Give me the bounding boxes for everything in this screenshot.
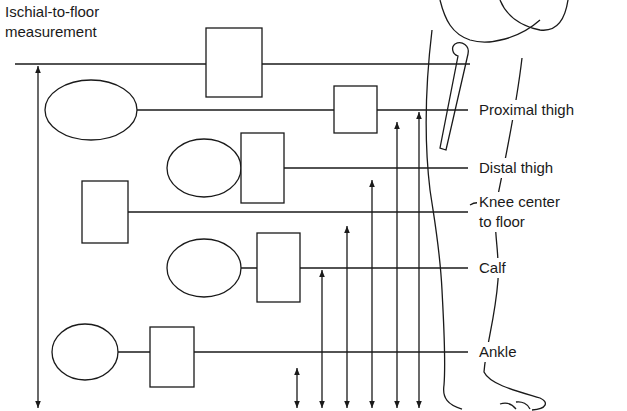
entry-box xyxy=(82,181,128,243)
dimension-arrow xyxy=(321,270,322,408)
pelvis-outline xyxy=(500,0,568,30)
measurement-label: Ischial-to-floor measurement xyxy=(3,2,142,42)
entry-box xyxy=(150,327,194,387)
pelvis-outline xyxy=(440,0,540,42)
entry-circle xyxy=(167,239,241,297)
label-slot: Calf xyxy=(477,258,508,278)
dimension-arrow xyxy=(346,226,347,408)
measurement-line xyxy=(137,109,468,110)
dimension-arrow xyxy=(296,368,297,408)
entry-box xyxy=(257,233,300,302)
label-slot: Distal thigh xyxy=(477,158,555,178)
measurement-label: Calf xyxy=(477,258,508,278)
entry-circle xyxy=(167,139,241,197)
measurement-label: Distal thigh xyxy=(477,158,555,178)
entry-circle xyxy=(45,80,137,140)
measurement-line xyxy=(128,211,468,212)
entry-box xyxy=(334,86,377,133)
dimension-arrow xyxy=(396,122,397,408)
measurement-label: Ankle xyxy=(477,342,519,362)
femur-bone xyxy=(440,43,468,150)
label-slot: Proximal thigh xyxy=(477,100,576,120)
toe-detail xyxy=(500,402,530,409)
label-slot: Knee center to floor xyxy=(477,192,573,232)
entry-box xyxy=(206,28,262,97)
entry-box xyxy=(241,133,284,203)
dimension-arrow xyxy=(371,180,372,408)
entry-circle xyxy=(52,324,118,380)
label-slot: Ischial-to-floor measurement xyxy=(3,2,142,42)
measurement-label: Proximal thigh xyxy=(477,100,576,120)
measurement-label: Knee center to floor xyxy=(477,192,573,232)
label-slot: Ankle xyxy=(477,342,519,362)
dimension-arrow xyxy=(37,66,38,408)
dimension-arrow xyxy=(418,112,419,408)
